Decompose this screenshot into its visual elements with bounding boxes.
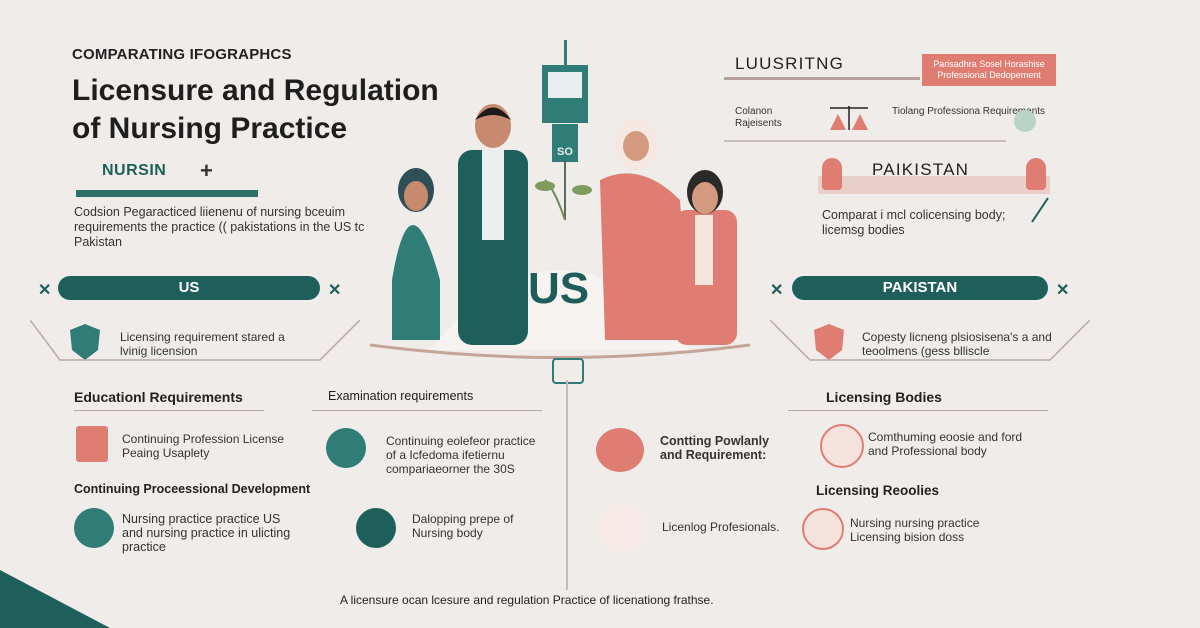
- corner-decoration: [0, 570, 110, 628]
- cross-icon: ✕: [38, 282, 52, 299]
- pakistan-pill: PAKISTAN: [792, 276, 1048, 300]
- eyebrow-label: COMPARATING IFOGRAPHCS: [72, 46, 292, 63]
- us-pill: US: [58, 276, 320, 300]
- person-icon: [1026, 158, 1046, 190]
- professional-requirements-label: Tiolang Professiona Requirements: [892, 106, 1046, 117]
- section-tag: NURSIN: [102, 162, 167, 179]
- plus-icon: +: [200, 158, 213, 183]
- hands-icon: [596, 428, 644, 472]
- pk-item-1: Contting Powlanly and Requirement:: [660, 434, 770, 462]
- footer-caption: A licensure ocan lcesure and regulation …: [340, 593, 714, 607]
- pk-item-2: Comthuming eoosie and ford and Professio…: [868, 430, 1023, 458]
- tag-underline: [76, 190, 258, 197]
- center-us-label: US: [528, 264, 590, 313]
- us-item-2: Continuing eolefeor practice of a Icfedo…: [386, 434, 536, 476]
- pakistan-heading: PAIKISTAN: [872, 160, 970, 179]
- cpd-heading: Continuing Proceessional Development: [74, 482, 311, 496]
- pk-bodies-heading: Licensing Bodies: [826, 389, 942, 405]
- shield-icon: [814, 324, 844, 360]
- cross-icon: ✕: [770, 282, 784, 299]
- divider: [724, 140, 1006, 142]
- right-heading: LUUSRITNG: [735, 54, 845, 73]
- us-licensing-text-content: Licensing requirement stared a lvinig li…: [120, 330, 285, 358]
- pk-item-4: Nursing nursing practice Licensing bisio…: [850, 516, 980, 544]
- us-item-1: Continuing Profession License Peaing Usa…: [122, 432, 285, 460]
- cross-icon: ✕: [1056, 282, 1070, 299]
- intro-text: Codsion Pegaracticed liienenu of nursing…: [74, 205, 365, 249]
- nurse-icon: [74, 508, 114, 548]
- pakistan-desc: Comparat i mcl colicensing body; licemsg…: [822, 208, 1006, 237]
- certificate-icon: [76, 426, 108, 462]
- pk-licensing-text: Copesty licneng plsiosisena's a and teoo…: [862, 330, 1052, 358]
- us-item-4: Dalopping prepe of Nursing body: [412, 512, 514, 540]
- people-illustration: [369, 40, 751, 359]
- bracket-lines: [30, 320, 360, 361]
- education-heading: Educationl Requirements: [74, 389, 243, 405]
- pk-item-3: Licenlog Profesionals.: [662, 520, 780, 534]
- right-heading-underline: [724, 77, 920, 80]
- pakistan-band: [818, 176, 1050, 194]
- person-icon: [822, 158, 842, 190]
- sign-label: SO: [557, 146, 573, 158]
- group-icon: [326, 428, 366, 468]
- cross-icon: ✕: [328, 282, 342, 299]
- handshake-icon: [820, 424, 864, 468]
- examination-heading: Examination requirements: [328, 389, 474, 403]
- book-icon: [552, 358, 584, 384]
- pen-icon: [1031, 197, 1049, 223]
- page-title-line2: of Nursing Practice: [72, 112, 348, 145]
- colanon-label: Colanon Rajeisents: [735, 106, 782, 129]
- center-divider: [566, 380, 568, 590]
- divider: [312, 410, 542, 411]
- globe-icon: [1014, 110, 1036, 132]
- page-title-line1: Licensure and Regulation: [72, 74, 439, 107]
- professional-development-badge: Parisadhra Sosel Horashise Professional …: [922, 54, 1056, 86]
- shield-check-icon: [356, 508, 396, 548]
- link-icon: [802, 508, 844, 550]
- hand-care-icon: [598, 504, 646, 552]
- pk-bodies2-heading: Licensing Reoolies: [816, 483, 940, 498]
- scales-icon: [830, 106, 868, 130]
- bracket-lines: [770, 320, 1090, 361]
- shield-icon: [70, 324, 100, 360]
- us-licensing-text: Licensing requirement stared a lvinig li…: [120, 330, 310, 358]
- divider: [788, 410, 1048, 411]
- divider: [74, 410, 264, 411]
- us-item-3: Nursing practice practice US and nursing…: [122, 512, 291, 554]
